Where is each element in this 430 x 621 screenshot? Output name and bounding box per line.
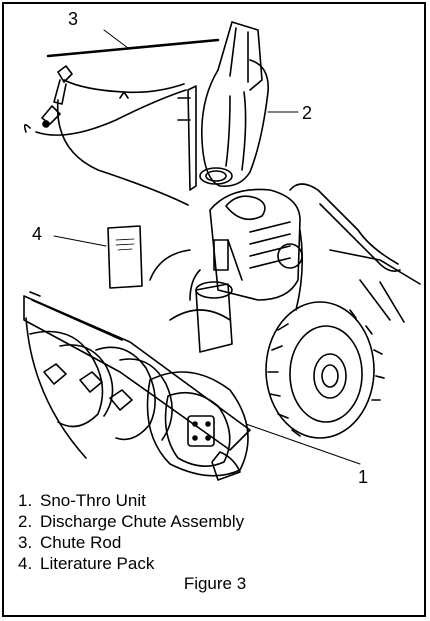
discharge-chute	[177, 21, 299, 191]
figure-frame	[2, 2, 426, 617]
legend-item: 2.Discharge Chute Assembly	[18, 512, 245, 531]
legend-item: 3.Chute Rod	[18, 533, 122, 552]
callout-leader-1	[245, 423, 361, 465]
callout-3: 3	[68, 9, 79, 29]
parts-legend: 1.Sno-Thro Unit 2.Discharge Chute Assemb…	[18, 490, 244, 574]
snow-thrower	[23, 183, 421, 481]
callout-1: 1	[358, 467, 369, 487]
parts-illustration	[23, 21, 421, 481]
chute-rod	[46, 29, 220, 58]
control-cable	[23, 65, 189, 206]
legend-item: 1.Sno-Thro Unit	[18, 491, 146, 510]
callout-2: 2	[302, 103, 313, 123]
literature-pack	[53, 225, 143, 289]
legend-item: 4.Literature Pack	[18, 554, 155, 573]
callout-4: 4	[32, 224, 43, 244]
figure-caption: Figure 3	[183, 574, 247, 593]
